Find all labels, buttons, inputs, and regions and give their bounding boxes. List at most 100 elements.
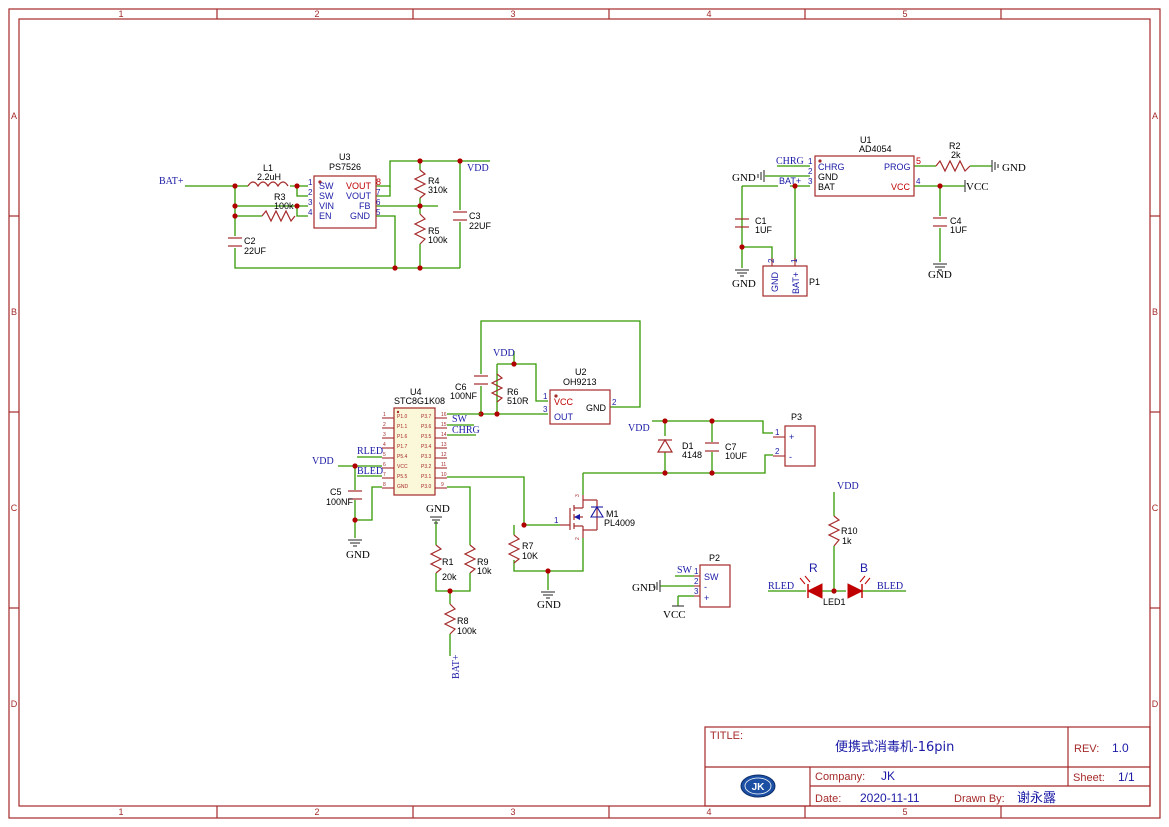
net-label-vdd-load: VDD bbox=[628, 423, 650, 434]
r6-value: 510R bbox=[507, 396, 529, 406]
ground-symbol-p2 bbox=[653, 580, 661, 592]
p3-pin-minus: - bbox=[789, 452, 792, 462]
c2-value: 22UF bbox=[244, 246, 267, 256]
p2-ref: P2 bbox=[709, 553, 720, 563]
p3-pinnum-1: 1 bbox=[775, 428, 780, 437]
r7-ref: R7 bbox=[522, 541, 534, 551]
p2-pin-sw: SW bbox=[704, 572, 719, 582]
u4-rpin-16: P3.7 bbox=[421, 414, 432, 420]
net-label-bat-plus: BAT+ bbox=[159, 176, 184, 187]
r1-ref: R1 bbox=[442, 557, 454, 567]
drawn-by-label: Drawn By: bbox=[954, 793, 1005, 805]
u3-pin-fb: FB bbox=[359, 201, 371, 211]
led-led1[interactable]: R B LED1 bbox=[799, 561, 871, 607]
resistor-r10[interactable]: R10 1k bbox=[827, 515, 858, 547]
u4-lpin-4: P1.7 bbox=[397, 444, 408, 450]
mosfet-m1[interactable]: M1 PL4009 1 2 3 bbox=[554, 494, 635, 540]
u2-pinnum-3: 3 bbox=[543, 405, 548, 414]
u4-rnum-16: 16 bbox=[441, 412, 447, 418]
vcc-label-p2: VCC bbox=[663, 609, 686, 621]
net-label-rled-mcu: RLED bbox=[357, 446, 383, 457]
resistor-r7[interactable]: R7 10K bbox=[507, 534, 538, 564]
connector-p3[interactable]: P3 + - 1 2 bbox=[773, 412, 816, 467]
sheet-frame bbox=[8, 8, 1161, 819]
net-label-chrg-charger: CHRG bbox=[776, 156, 804, 167]
m1-value: PL4009 bbox=[604, 518, 635, 528]
d1-value: 4148 bbox=[682, 450, 702, 460]
r1-value: 20k bbox=[442, 572, 457, 582]
capacitor-c2[interactable]: C2 22UF bbox=[228, 236, 267, 256]
company-label: Company: bbox=[815, 771, 865, 783]
resistor-r8[interactable]: R8 100k bbox=[443, 603, 477, 640]
grid-col-3-bottom: 3 bbox=[510, 807, 515, 817]
net-label-bled-mcu: BLED bbox=[357, 466, 383, 477]
gnd-label-c5: GND bbox=[346, 549, 370, 561]
resistor-r4[interactable]: R4 310k bbox=[413, 169, 448, 199]
capacitor-c3[interactable]: C3 22UF bbox=[453, 211, 492, 231]
resistor-r9[interactable]: R9 10k bbox=[463, 540, 492, 582]
grid-row-a-right: A bbox=[1152, 111, 1158, 121]
grid-col-5-bottom: 5 bbox=[902, 807, 907, 817]
u4-lnum-1: 1 bbox=[383, 412, 386, 418]
net-label-bled-led: BLED bbox=[877, 581, 903, 592]
u1-pin-prog: PROG bbox=[884, 162, 911, 172]
resistor-r5[interactable]: R5 100k bbox=[413, 213, 448, 248]
capacitor-c1[interactable]: C1 1UF bbox=[735, 216, 773, 235]
led1-label-r: R bbox=[809, 561, 818, 575]
resistor-r6[interactable]: R6 510R bbox=[490, 373, 529, 406]
switch-connector-block: SW GND VCC P2 SW - + 1 2 3 bbox=[632, 553, 731, 621]
connector-p2[interactable]: P2 SW - + 1 2 3 bbox=[694, 553, 731, 608]
u4-rnum-15: 15 bbox=[441, 422, 447, 428]
diode-d1[interactable]: D1 4148 bbox=[656, 438, 702, 460]
net-label-sw-p2: SW bbox=[677, 565, 693, 576]
u1-pin-bat: BAT bbox=[818, 182, 835, 192]
ic-u1[interactable]: U1 AD4054 CHRG GND BAT PROG VCC 1 2 3 5 … bbox=[808, 135, 921, 197]
net-label-bat-plus-r8: BAT+ bbox=[451, 654, 462, 679]
u4-rpin-13: P3.4 bbox=[421, 444, 432, 450]
capacitor-c5[interactable]: C5 100NF bbox=[326, 487, 362, 507]
net-label-rled-led: RLED bbox=[768, 581, 794, 592]
p3-ref: P3 bbox=[791, 412, 802, 422]
u4-lnum-4: 4 bbox=[383, 442, 386, 448]
c1-value: 1UF bbox=[755, 225, 773, 235]
ic-u2[interactable]: U2 OH9213 VCC OUT GND 1 3 2 bbox=[543, 367, 617, 425]
u1-value: AD4054 bbox=[859, 144, 892, 154]
ground-symbol-u1-pin2 bbox=[757, 170, 765, 182]
u3-pinnum-8: 8 bbox=[376, 177, 381, 187]
u1-pin-gnd: GND bbox=[818, 172, 839, 182]
connector-p1[interactable]: GND BAT+ 2 1 P1 bbox=[762, 258, 820, 297]
grid-col-4-bottom: 4 bbox=[706, 807, 711, 817]
p1-ref: P1 bbox=[809, 277, 820, 287]
m1-pinnum-3: 3 bbox=[575, 494, 581, 497]
net-label-vdd-mcu: VDD bbox=[312, 456, 334, 467]
gnd-label-r1: GND bbox=[426, 503, 450, 515]
resistor-r2[interactable]: R2 2k bbox=[935, 141, 971, 173]
r5-value: 100k bbox=[428, 235, 448, 245]
u3-pinnum-2: 2 bbox=[308, 188, 313, 197]
u3-pinnum-7: 7 bbox=[376, 188, 381, 197]
u4-lnum-8: 8 bbox=[383, 482, 386, 488]
u4-rnum-14: 14 bbox=[441, 432, 447, 438]
ic-u3[interactable]: U3 PS7526 SW SW VIN EN VOUT VOUT FB GND … bbox=[308, 152, 381, 229]
ground-symbol-r1 bbox=[430, 516, 442, 524]
u4-lpin-1: P1.0 bbox=[397, 414, 408, 420]
resistor-r3[interactable]: R3 100k bbox=[235, 192, 296, 223]
resistor-r1[interactable]: R1 20k bbox=[429, 540, 457, 582]
u3-pinnum-4: 4 bbox=[308, 208, 313, 217]
u3-pinnum-1: 1 bbox=[308, 178, 313, 187]
charger-block: CHRG BAT+ GND GND VCC U1 AD4054 CHRG GND… bbox=[732, 135, 1026, 297]
r10-ref: R10 bbox=[841, 526, 858, 536]
capacitor-c4[interactable]: C4 1UF bbox=[933, 216, 968, 235]
c1-ref: C1 bbox=[755, 216, 767, 226]
u2-value: OH9213 bbox=[563, 377, 597, 387]
capacitor-c6[interactable]: C6 100NF bbox=[450, 375, 488, 401]
grid-col-1-bottom: 1 bbox=[118, 807, 123, 817]
ic-u4[interactable]: U4 STC8G1K08 P1.0 P1.1 P1.6 P1.7 P5.4 VC… bbox=[382, 387, 447, 496]
m1-pinnum-1: 1 bbox=[554, 516, 559, 525]
u4-lpin-7: P5.5 bbox=[397, 474, 408, 480]
grid-row-b-right: B bbox=[1152, 307, 1158, 317]
ground-symbol-r7 bbox=[541, 591, 555, 599]
capacitor-c7[interactable]: C7 10UF bbox=[705, 442, 748, 461]
inductor-l1[interactable]: L1 2.2uH bbox=[247, 163, 289, 188]
